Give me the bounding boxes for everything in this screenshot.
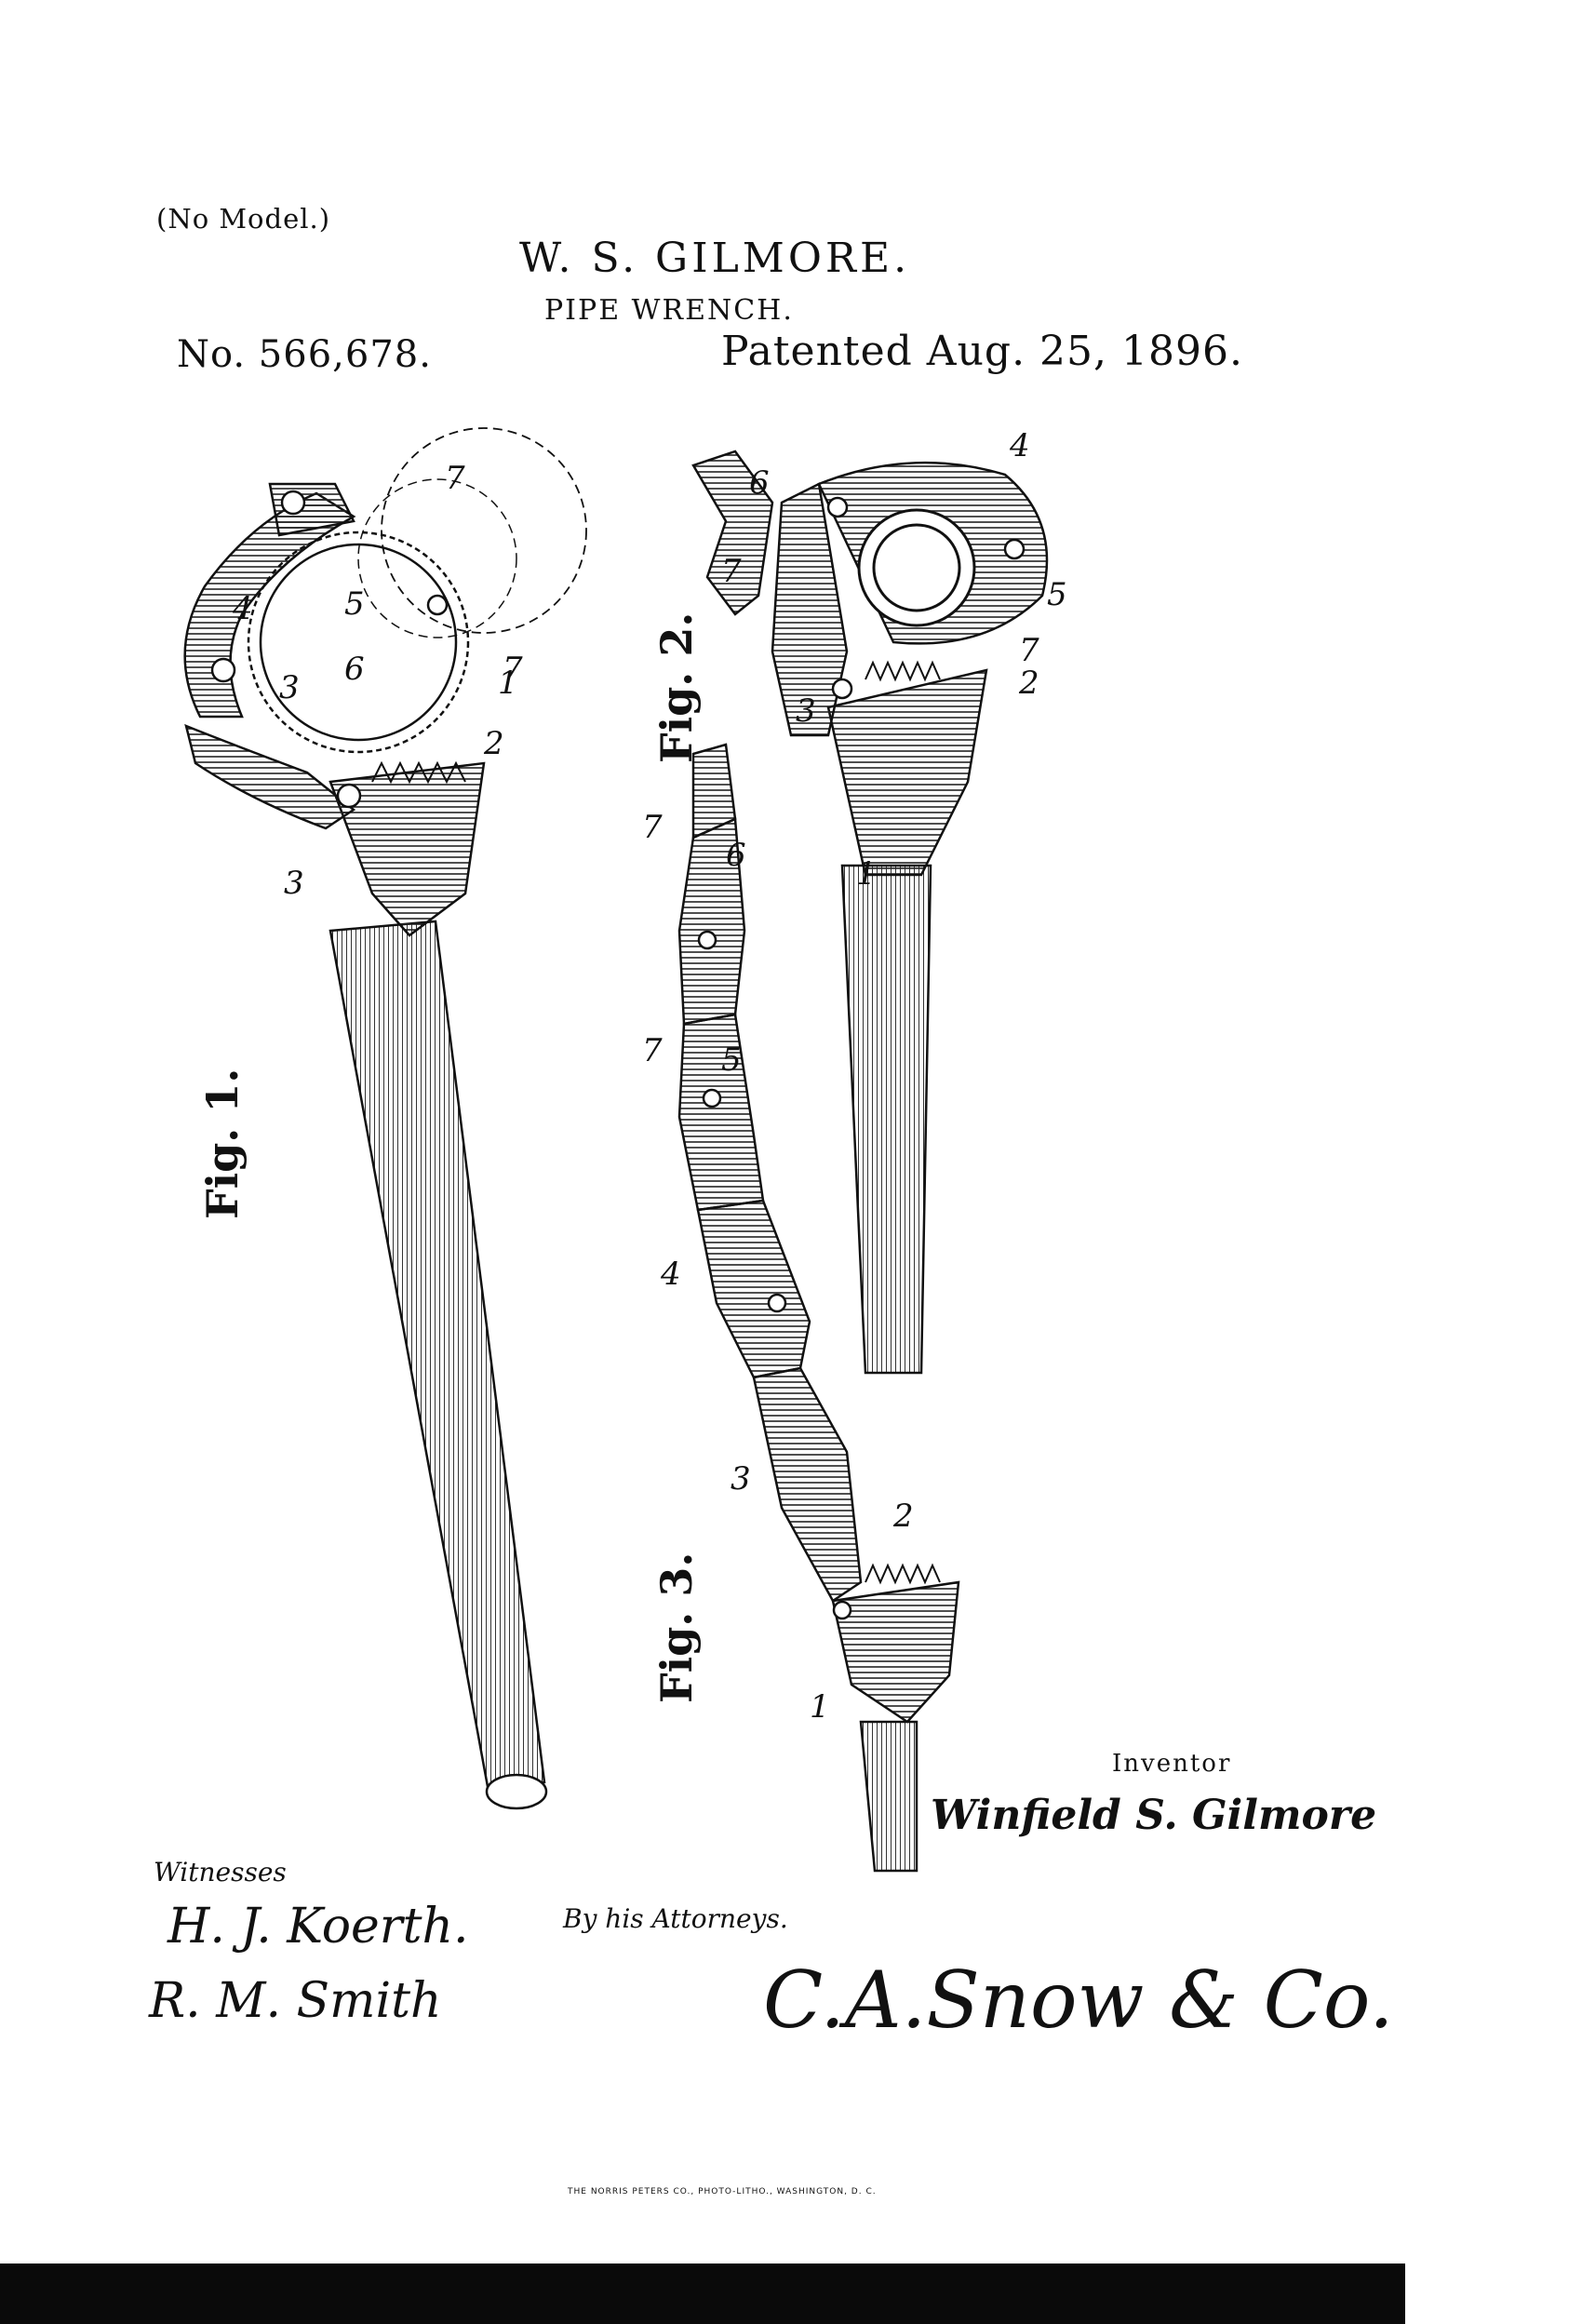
svg-text:7: 7 (445, 460, 465, 497)
printer-imprint: THE NORRIS PETERS CO., PHOTO-LITHO., WAS… (568, 2187, 877, 2196)
by-attorneys-label: By his Attorneys. (563, 1903, 788, 1934)
figure-3-drawing (677, 743, 960, 1873)
fig1-pivot (280, 490, 306, 516)
svg-text:4: 4 (660, 1256, 681, 1293)
svg-text:4: 4 (232, 590, 253, 627)
witness-signature-1: H. J. Koerth. (168, 1899, 469, 1955)
no-model-note: (No Model.) (156, 203, 331, 235)
figure-2-drawing (691, 450, 1049, 1375)
fig2-dangling-links (691, 450, 774, 616)
fig2-pivot (826, 496, 849, 518)
svg-text:3: 3 (279, 669, 300, 706)
svg-text:6: 6 (749, 464, 770, 502)
fig2-pivot (831, 678, 853, 700)
fig3-pivot (697, 930, 717, 950)
svg-text:4: 4 (1009, 427, 1030, 464)
fig1-jaw-teeth (371, 760, 466, 785)
fig3-jaw-teeth (865, 1563, 941, 1585)
svg-text:2: 2 (483, 725, 504, 762)
fig2-pivot (1003, 538, 1026, 560)
invention-title: PIPE WRENCH. (544, 294, 794, 327)
svg-text:3: 3 (731, 1460, 751, 1498)
patent-date: Patented Aug. 25, 1896. (721, 328, 1243, 375)
inventor-signature: Winfield S. Gilmore (931, 1792, 1377, 1839)
svg-text:7: 7 (503, 651, 523, 688)
patent-number: No. 566,678. (177, 333, 432, 376)
figure-1-label: Fig. 1. (197, 1068, 248, 1219)
svg-text:5: 5 (344, 585, 365, 623)
fig1-swing-outline-1 (381, 427, 587, 634)
fig1-link-3b (184, 723, 356, 830)
reference-numerals: 1 2 3 3 4 5 6 7 7 1 2 3 4 5 6 7 7 1 2 3 … (232, 427, 1067, 1726)
svg-text:1: 1 (810, 1688, 830, 1726)
fig2-jaw (826, 668, 988, 877)
svg-text:5: 5 (721, 1041, 742, 1079)
fig1-pivot (426, 594, 449, 616)
scan-edge-bar (0, 2264, 1405, 2324)
fig1-swing-outline-2 (357, 478, 517, 638)
figure-2-label: Fig. 2. (651, 611, 702, 763)
fig2-pipe-inner (872, 523, 961, 612)
fig3-link-4 (696, 1199, 811, 1379)
inventor-label: Inventor (1112, 1750, 1232, 1778)
witness-signature-2: R. M. Smith (149, 1973, 442, 2029)
fig3-link-7 (691, 743, 737, 840)
svg-text:6: 6 (726, 837, 746, 874)
figure-3-label: Fig. 3. (651, 1552, 702, 1703)
svg-text:3: 3 (796, 692, 816, 730)
fig3-pivot (702, 1088, 722, 1108)
fig2-handle (840, 864, 932, 1375)
fig3-pivot (767, 1293, 787, 1313)
fig1-toothed-ring (247, 531, 470, 754)
svg-text:7: 7 (1019, 632, 1039, 669)
fig1-pivot (210, 657, 236, 683)
svg-text:6: 6 (344, 651, 365, 688)
fig3-link-3 (752, 1366, 863, 1603)
svg-text:7: 7 (642, 1032, 663, 1069)
fig1-handle-end (485, 1773, 548, 1810)
fig3-handle (859, 1720, 918, 1873)
fig3-jaw (831, 1580, 960, 1724)
svg-text:3: 3 (284, 865, 304, 902)
fig3-pivot (832, 1600, 852, 1620)
fig1-pivot (336, 783, 362, 809)
svg-text:7: 7 (642, 809, 663, 846)
figure-1-drawing (183, 427, 587, 1810)
fig1-link-3c (268, 482, 355, 537)
fig2-jaw-teeth (865, 660, 941, 682)
svg-text:5: 5 (1047, 576, 1067, 613)
fig1-handle (328, 920, 546, 1793)
fig1-pipe-circle (259, 543, 458, 742)
attorney-signature: C.A.Snow & Co. (763, 1955, 1394, 2046)
svg-text:1: 1 (498, 665, 518, 702)
witnesses-label: Witnesses (154, 1857, 287, 1887)
svg-text:2: 2 (892, 1498, 914, 1535)
svg-text:1: 1 (856, 855, 877, 893)
inventor-heading: W. S. GILMORE. (519, 235, 911, 282)
svg-text:7: 7 (721, 553, 742, 590)
svg-text:2: 2 (1018, 665, 1039, 702)
